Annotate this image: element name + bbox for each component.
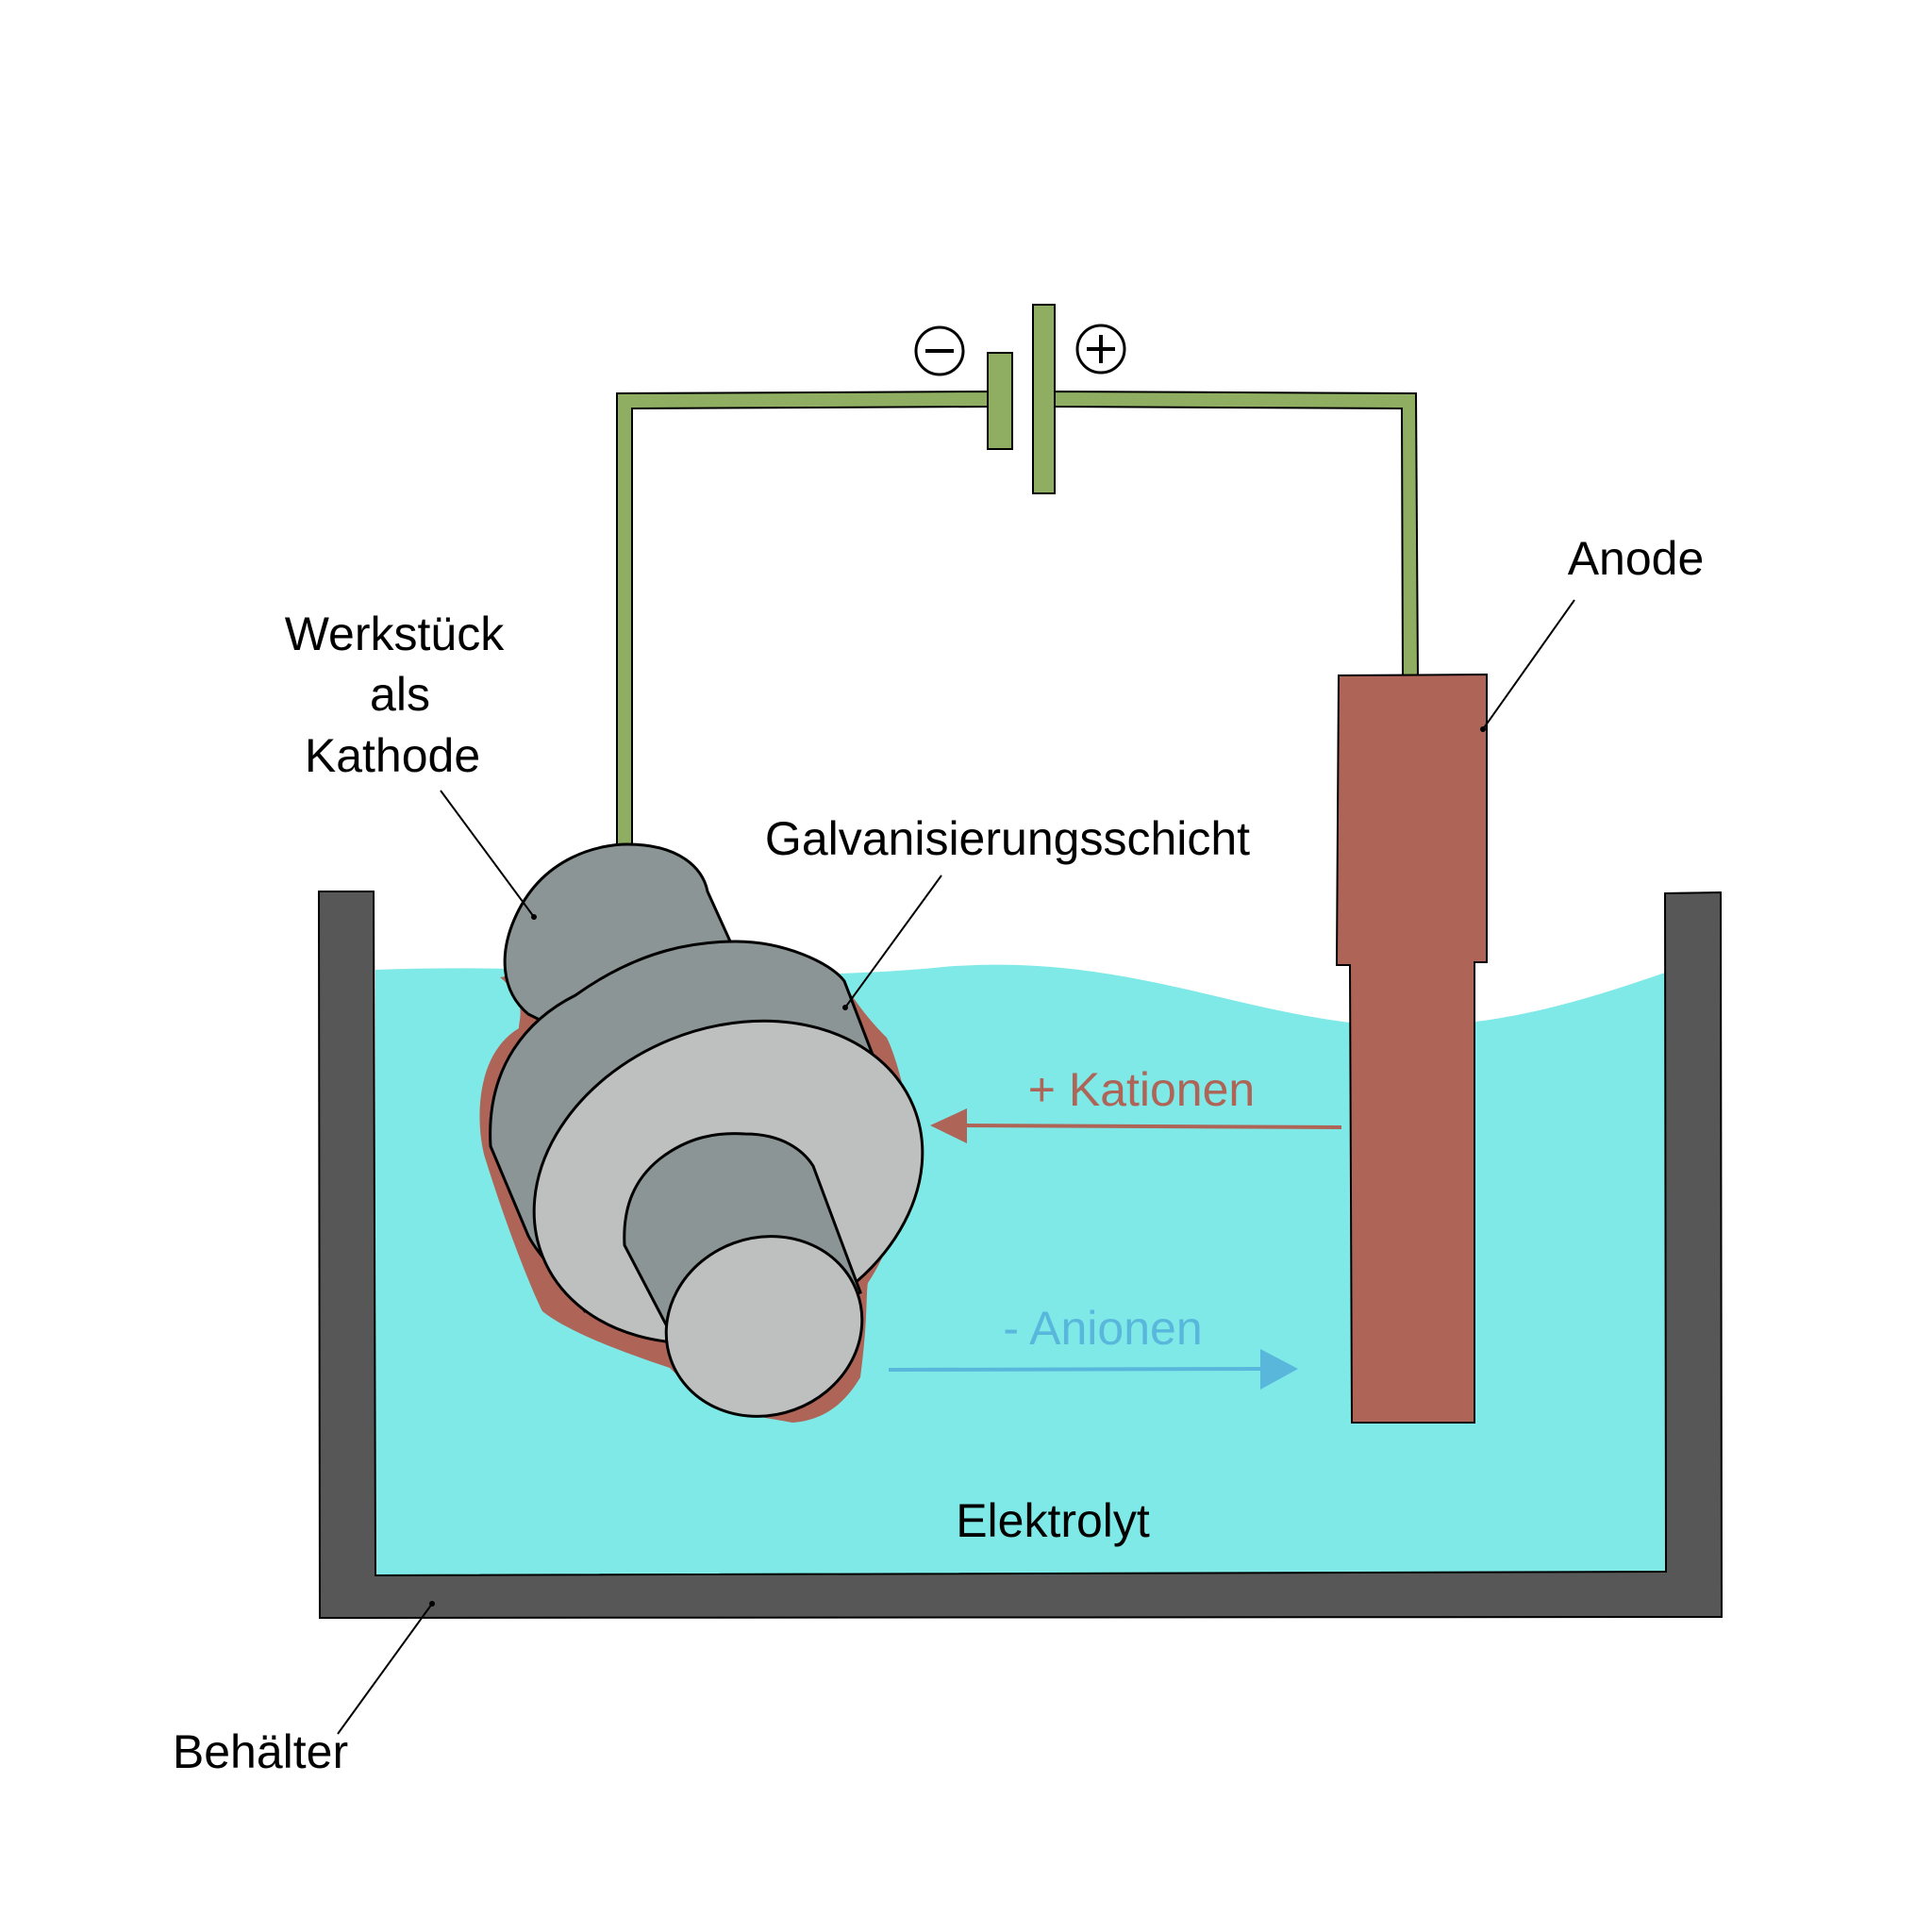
cations-arrow xyxy=(930,1108,1342,1143)
minus-symbol xyxy=(914,325,965,376)
leader-anode xyxy=(1482,599,1575,730)
label-plating-layer: Galvanisierungsschicht xyxy=(765,812,1250,865)
leader-workpiece xyxy=(440,790,535,918)
cathode-workpiece xyxy=(479,842,924,1423)
label-cations: + Kationen xyxy=(1028,1063,1255,1116)
cathode-small-face xyxy=(664,1235,864,1418)
label-workpiece-line3: Kathode xyxy=(305,729,480,782)
battery-negative-plate xyxy=(987,352,1013,450)
anions-arrow xyxy=(888,1349,1298,1390)
wire-positive xyxy=(1054,390,1420,680)
leader-plating xyxy=(844,874,942,1008)
label-workpiece-line1: Werkstück xyxy=(285,608,505,660)
label-electrolyte: Elektrolyt xyxy=(956,1494,1150,1547)
label-workpiece-line2: als xyxy=(370,668,430,721)
battery-positive-plate xyxy=(1032,304,1056,494)
wire-negative xyxy=(616,390,993,855)
container xyxy=(317,891,1724,1620)
label-anode: Anode xyxy=(1568,532,1705,585)
leader-container xyxy=(337,1603,433,1735)
label-container: Behälter xyxy=(173,1725,348,1778)
label-anions: - Anionen xyxy=(1003,1302,1202,1355)
cathode-top-cylinder xyxy=(503,842,733,1040)
plus-symbol xyxy=(1075,324,1126,375)
anode-electrode xyxy=(1335,673,1488,1424)
